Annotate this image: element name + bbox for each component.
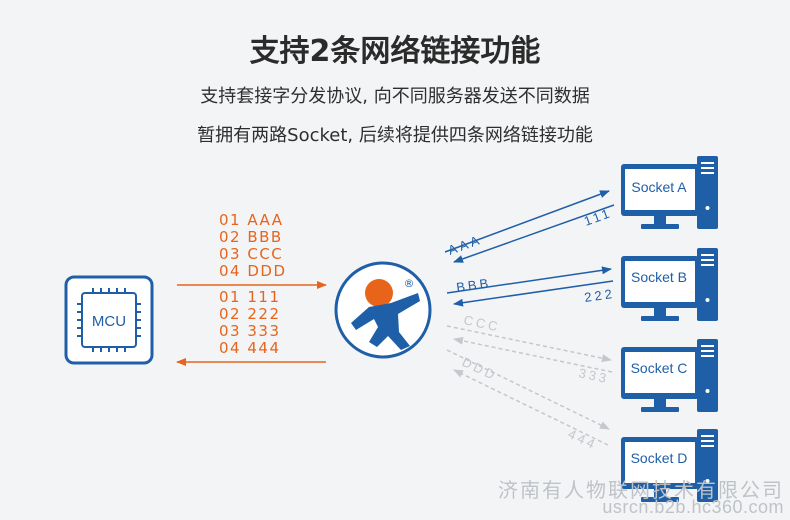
socket-d-reply-label: 444 (566, 426, 600, 453)
list-item: 03 333 (219, 322, 281, 340)
list-item: 02 BBB (219, 228, 283, 246)
socket-a-reply-label: 111 (582, 205, 614, 229)
page-title: 支持2条网络链接功能 (249, 34, 541, 69)
mcu-label: MCU (92, 313, 126, 330)
sent-data-list: 01 AAA 02 BBB 03 CCC 04 DDD (219, 212, 287, 280)
list-item: 04 DDD (219, 262, 287, 280)
socket-c-label: Socket C (631, 360, 688, 376)
socket-c-reply-label: 333 (577, 365, 610, 386)
socket-d-reply-arrow (453, 369, 609, 446)
list-item: 01 111 (219, 288, 281, 306)
received-data-list: 01 111 02 222 03 333 04 444 (219, 289, 281, 357)
list-item: 04 444 (219, 339, 281, 357)
subtitle-line-2: 暂拥有两路Socket, 后续将提供四条网络链接功能 (197, 125, 593, 146)
socket-a-send-arrow (444, 190, 610, 253)
socket-c-send-label: CCC (462, 312, 501, 334)
socket-b-send-arrow (446, 266, 612, 294)
socket-b-send-label: BBB (455, 275, 492, 295)
socket-b-reply-arrow (453, 280, 614, 307)
usr-logo-icon: ® (334, 261, 432, 359)
watermark-company: 济南有人物联网技术有限公司 (498, 480, 784, 502)
list-item: 03 CCC (219, 245, 284, 263)
socket-a-label: Socket A (631, 179, 687, 195)
watermark-url: usrcn.b2b.hc360.com (602, 497, 784, 517)
socket-d-send-label: DDD (460, 354, 500, 383)
list-item: 02 222 (219, 305, 281, 323)
socket-a-reply-arrow (453, 204, 615, 263)
socket-d-send-arrow (446, 349, 610, 430)
socket-c-reply-arrow (453, 336, 613, 373)
mcu-box: MCU (64, 275, 154, 365)
socket-d-label: Socket D (631, 450, 688, 466)
list-item: 01 AAA (219, 211, 284, 229)
socket-b-reply-label: 222 (583, 286, 615, 305)
socket-b-label: Socket B (631, 269, 687, 285)
subtitle-line-1: 支持套接字分发协议, 向不同服务器发送不同数据 (200, 86, 590, 107)
registered-mark: ® (404, 277, 415, 290)
